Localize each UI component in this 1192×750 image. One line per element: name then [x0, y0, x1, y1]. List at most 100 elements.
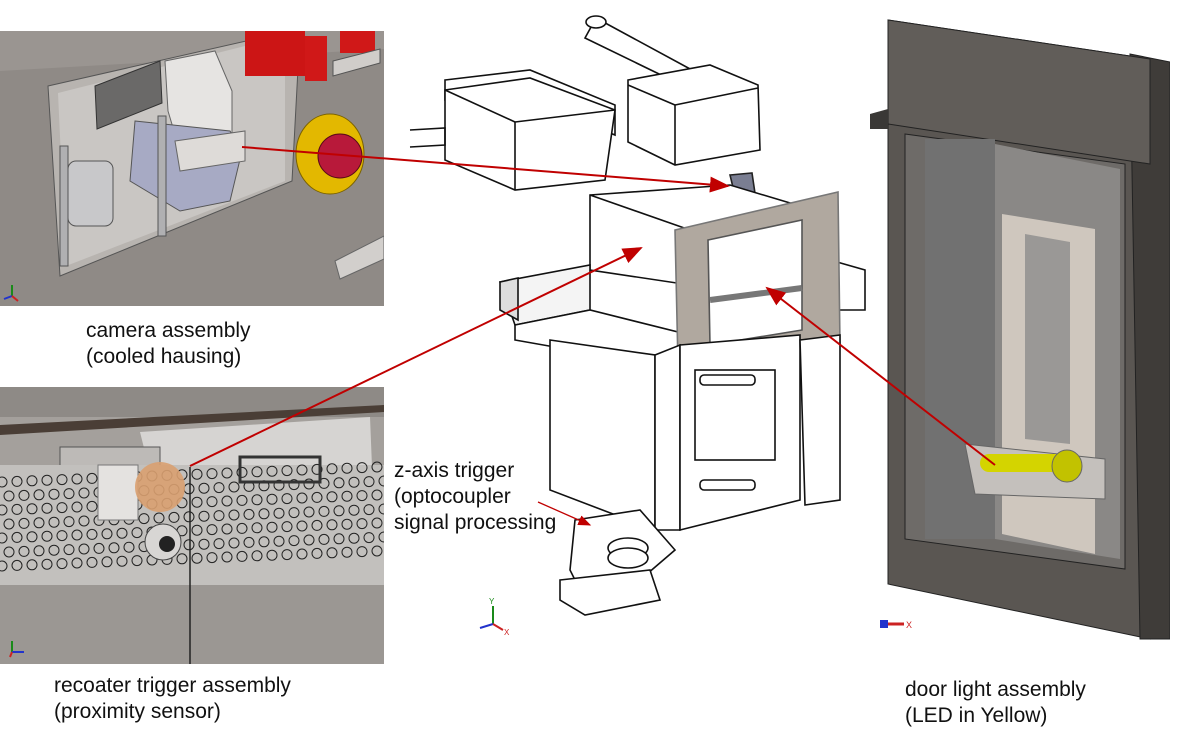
perforation-hole: [0, 560, 8, 572]
perforation-hole: [0, 504, 8, 516]
perforation-hole: [228, 537, 240, 549]
axis-label-x: X: [906, 620, 912, 630]
perforation-hole: [378, 503, 384, 515]
axis-label-x: X: [504, 628, 510, 637]
perforation-hole: [78, 515, 90, 527]
axis-triad-icon: [479, 606, 504, 631]
perforation-hole: [138, 513, 150, 525]
perforation-hole: [348, 532, 360, 544]
perforation-hole: [101, 528, 113, 540]
door-light-image: X: [870, 14, 1170, 644]
perforation-hole: [48, 544, 60, 556]
perforation-hole: [348, 476, 360, 488]
perforation-hole: [221, 551, 233, 563]
perforation-hole: [288, 535, 300, 547]
perforation-hole: [86, 528, 98, 540]
perforation-hole: [56, 530, 68, 542]
callout-subtitle: (proximity sensor): [54, 700, 221, 723]
recoater-trigger-image: [0, 387, 384, 664]
perforation-hole: [363, 532, 375, 544]
perforation-hole: [213, 538, 225, 550]
perforation-hole: [296, 492, 308, 504]
perforation-hole: [191, 496, 203, 508]
callout-title: recoater trigger assembly: [54, 674, 291, 697]
perforation-hole: [281, 493, 293, 505]
perforation-hole: [228, 509, 240, 521]
perforation-hole: [236, 494, 248, 506]
perforation-hole: [33, 517, 45, 529]
perforation-hole: [326, 547, 338, 559]
perforation-hole: [153, 512, 165, 524]
perforation-hole: [41, 558, 53, 570]
emergency-stop-button-icon: [317, 133, 363, 179]
perforation-hole: [63, 516, 75, 528]
perforation-hole: [0, 476, 8, 488]
callout-title: z-axis trigger: [394, 459, 515, 482]
perforation-hole: [26, 531, 38, 543]
perforation-hole: [333, 477, 345, 489]
perforation-hole: [221, 495, 233, 507]
perforation-hole: [341, 518, 353, 530]
perforation-hole: [198, 510, 210, 522]
perforation-hole: [18, 517, 30, 529]
perforation-hole: [318, 505, 330, 517]
perforation-hole: [288, 479, 300, 491]
perforation-hole: [71, 473, 83, 485]
perforation-hole: [93, 542, 105, 554]
perforation-hole: [71, 557, 83, 569]
camera-assembly-label: camera assembly (cooled hausing): [86, 318, 251, 370]
perforation-hole: [213, 510, 225, 522]
perforation-hole: [251, 494, 263, 506]
perforation-hole: [26, 475, 38, 487]
perforation-hole: [131, 555, 143, 567]
perforation-hole: [251, 522, 263, 534]
perforation-hole: [228, 481, 240, 493]
perforation-hole: [11, 559, 23, 571]
perforation-hole: [378, 475, 384, 487]
perforation-hole: [101, 556, 113, 568]
perforation-hole: [326, 519, 338, 531]
callout-subtitle: (optocoupler: [394, 485, 511, 508]
red-housing: [245, 31, 305, 76]
perforation-hole: [258, 536, 270, 548]
perforation-hole: [48, 488, 60, 500]
perforation-hole: [3, 518, 15, 530]
perforation-hole: [56, 502, 68, 514]
perforation-hole: [341, 490, 353, 502]
callout-title: door light assembly: [905, 678, 1086, 701]
perforation-hole: [168, 511, 180, 523]
perforation-hole: [303, 478, 315, 490]
perforation-hole: [371, 545, 383, 557]
perforation-hole: [356, 490, 368, 502]
perforation-hole: [41, 502, 53, 514]
perforation-hole: [303, 534, 315, 546]
perforation-hole: [266, 521, 278, 533]
perforation-hole: [71, 529, 83, 541]
perforation-hole: [318, 533, 330, 545]
axis-label-y: Y: [489, 597, 495, 606]
perforation-hole: [18, 489, 30, 501]
recoater-trigger-label: recoater trigger assembly (proximity sen…: [54, 673, 291, 725]
perforation-hole: [311, 491, 323, 503]
perforation-hole: [71, 501, 83, 513]
perforation-hole: [303, 506, 315, 518]
perforation-hole: [206, 552, 218, 564]
perforation-hole: [3, 490, 15, 502]
perforation-hole: [116, 527, 128, 539]
perforation-hole: [236, 522, 248, 534]
perforation-hole: [243, 536, 255, 548]
perforation-hole: [281, 549, 293, 561]
perforation-hole: [48, 516, 60, 528]
perforation-hole: [311, 547, 323, 559]
perforation-hole: [273, 479, 285, 491]
callout-subtitle: (cooled hausing): [86, 345, 242, 368]
perforation-hole: [356, 546, 368, 558]
perforation-hole: [78, 487, 90, 499]
perforation-hole: [363, 476, 375, 488]
perforation-hole: [258, 508, 270, 520]
perforation-hole: [198, 482, 210, 494]
perforation-hole: [341, 546, 353, 558]
led-light: [980, 454, 1065, 472]
perforation-hole: [131, 527, 143, 539]
axis-triad-icon: [880, 620, 904, 628]
